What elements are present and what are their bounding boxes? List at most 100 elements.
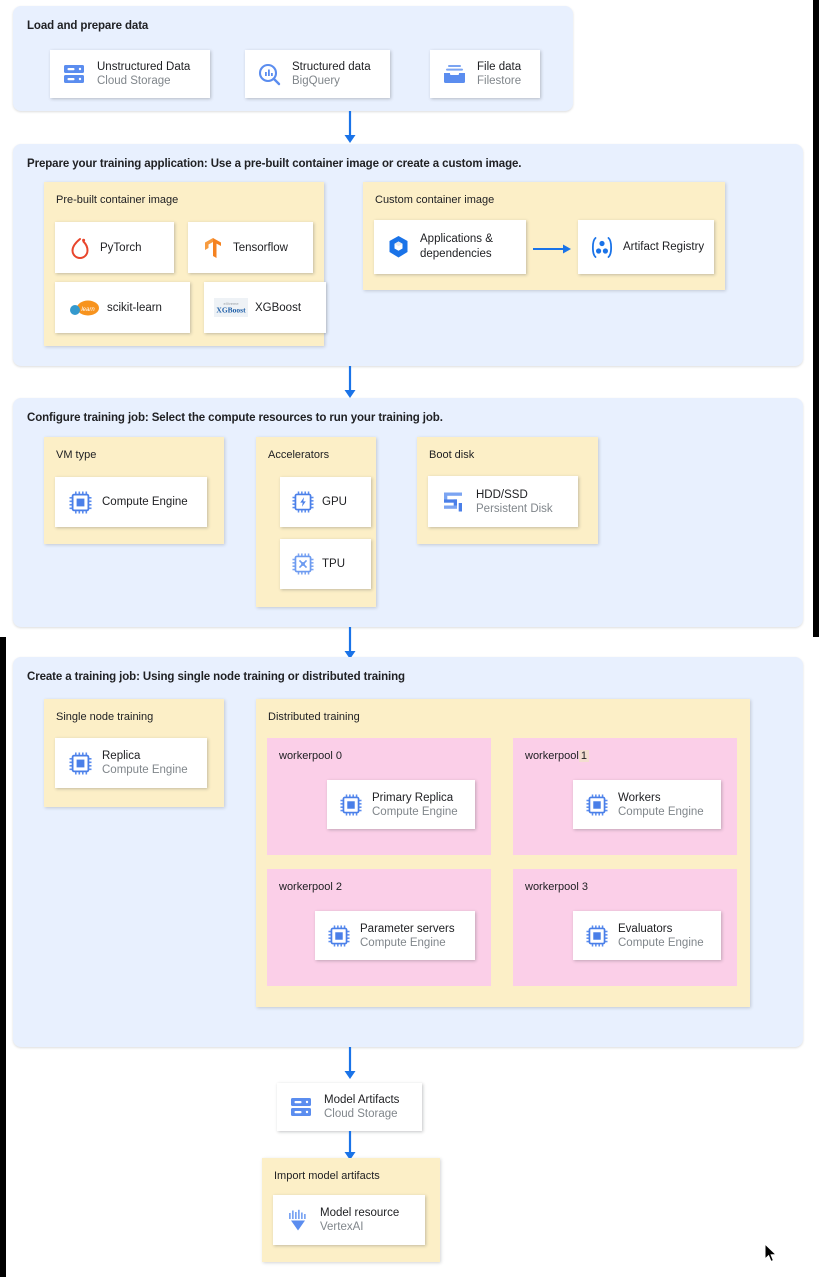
card-title: TPU [322,558,345,570]
pool-title-index: 2 [335,881,342,893]
svg-text:XGBoost: XGBoost [216,306,246,315]
card-subtitle: Filestore [477,75,522,87]
card-gpu[interactable]: GPU [280,477,371,527]
group-custom-container-image: Custom container image Applications & de… [363,182,725,290]
card-text: Primary Replica Compute Engine [372,791,458,819]
card-tpu[interactable]: TPU [280,539,371,589]
card-scikit-learn[interactable]: learn scikit-learn [55,282,190,333]
card-replica[interactable]: Replica Compute Engine [55,738,217,798]
card-text: Replica Compute Engine [102,749,188,777]
pytorch-logo [69,236,91,260]
card-text: File data Filestore [477,60,521,88]
artifact-registry-icon [589,235,615,259]
stage-title: Load and prepare data [27,20,149,32]
card-text: Structured data BigQuery [292,60,371,88]
group-title: Boot disk [429,449,475,461]
card-title: Compute Engine [102,496,188,508]
bigquery-icon [257,62,281,86]
group-pre-built-container-image: Pre-built container image PyTorch [44,182,326,346]
card-text: Tensorflow [233,241,288,255]
card-title: File data [477,61,522,73]
card-subtitle: Persistent Disk [476,502,553,515]
stage-title: Configure training job: Select the compu… [27,412,443,424]
compute-engine-icon [585,793,608,816]
pool-title-prefix: workerpool [279,750,333,762]
card-workers[interactable]: Workers Compute Engine [573,780,731,839]
mouse-cursor [764,1242,778,1263]
group-title: Pre-built container image [56,194,179,206]
card-text: Evaluators Compute Engine [618,922,704,950]
compute-engine-icon [585,924,608,947]
card-file-data[interactable]: File data Filestore [430,50,540,98]
vertex-ai-icon [286,1208,310,1232]
card-title: Structured data [292,61,371,73]
pool-workerpool-3: workerpool 3 [513,869,737,986]
card-artifact-registry[interactable]: Artifact Registry [578,220,714,274]
card-subtitle: VertexAI [320,1221,364,1233]
pool-workerpool-0: workerpool 0 [267,738,491,855]
tensorflow-logo [202,236,224,260]
card-structured-data[interactable]: Structured data BigQuery [245,50,390,98]
card-text: Compute Engine [102,495,188,509]
card-unstructured-data[interactable]: Unstructured Data Cloud Storage [50,50,210,98]
pool-title-prefix: workerpool [525,750,579,762]
card-title: XGBoost [255,301,302,314]
group-accelerators: Accelerators [256,437,376,607]
stage-prepare-training-application: Prepare your training application: Use a… [13,144,803,366]
card-title: Workers [618,791,661,804]
pool-title-index: 1 [578,750,589,762]
group-title: Custom container image [375,194,495,206]
arrow-applications-to-registry [533,243,573,255]
card-text: Artifact Registry [623,240,704,254]
card-xgboost[interactable]: eXtreme XGBoost XGBoost [204,282,326,333]
group-title: Import model artifacts [274,1170,380,1182]
card-model-artifacts[interactable]: Model Artifacts Cloud Storage [277,1083,422,1131]
pool-workerpool-2: workerpool 2 [267,869,491,986]
filestore-icon [442,62,466,86]
group-import-model-artifacts: Import model artifacts Model resource [262,1158,440,1262]
compute-engine-icon [68,490,92,514]
card-title: Tensorflow [233,241,288,254]
card-subtitle: Compute Engine [372,805,458,818]
card-compute-engine-vm[interactable]: Compute Engine [55,477,207,527]
card-subtitle: BigQuery [292,75,340,87]
arrow-artifacts-to-import [342,1131,358,1161]
card-evaluators[interactable]: Evaluators Compute Engine [573,911,731,970]
arrow-configure-to-create [342,627,358,660]
card-title: Replica [102,750,141,762]
group-vm-type: VM type [44,437,224,544]
gpu-icon [292,491,314,513]
card-title: Unstructured Data [97,61,191,73]
svg-text:eXtreme: eXtreme [223,301,239,306]
card-primary-replica[interactable]: Primary Replica Compute Engine [327,780,485,839]
card-text: TPU [322,557,345,571]
card-title: Parameter servers [360,922,455,935]
arrow-create-to-artifacts [342,1047,358,1080]
card-subtitle: Compute Engine [618,805,704,818]
card-tensorflow[interactable]: Tensorflow [188,222,313,273]
card-hdd-ssd[interactable]: HDD/SSD Persistent Disk [428,476,578,527]
card-parameter-servers[interactable]: Parameter servers Compute Engine [315,911,485,970]
stage-create-training-job: Create a training job: Using single node… [13,657,803,1047]
persistent-disk-icon [441,490,465,514]
card-title: Model resource [320,1207,400,1219]
card-applications-dependencies[interactable]: Applications & dependencies [374,220,526,274]
group-single-node-training: Single node training [44,699,224,807]
card-pytorch[interactable]: PyTorch [55,222,174,273]
pool-title-prefix: workerpool [279,881,333,893]
card-model-resource[interactable]: Model resource VertexAI [273,1195,425,1245]
card-title: Primary Replica [372,791,454,804]
compute-engine-icon [68,751,92,775]
card-text: GPU [322,495,347,509]
stage-title: Prepare your training application: Use a… [27,158,522,170]
pool-title-prefix: workerpool [525,881,579,893]
card-text: XGBoost [255,301,301,315]
arrow-prepare-to-configure [342,366,358,399]
arrow-load-to-prepare [342,111,358,144]
group-title: VM type [56,449,97,461]
card-text: Parameter servers Compute Engine [360,922,455,950]
compute-engine-icon [327,924,350,947]
